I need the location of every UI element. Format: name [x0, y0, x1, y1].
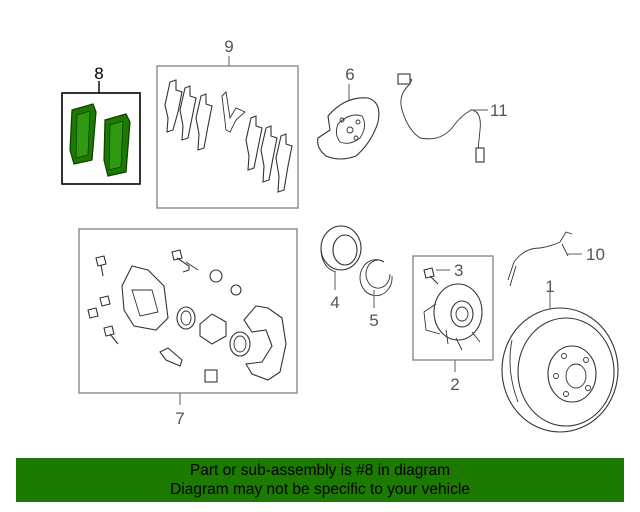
part-1-brake-rotor[interactable]	[501, 290, 619, 433]
callout-10[interactable]: 10	[586, 245, 605, 264]
part-9-hardware-kit[interactable]	[156, 56, 299, 209]
callout-5[interactable]: 5	[369, 311, 378, 330]
part-7-caliper-assembly[interactable]	[78, 228, 298, 405]
callout-7[interactable]: 7	[175, 409, 184, 428]
callout-11[interactable]: 11	[490, 101, 508, 120]
callout-1[interactable]: 1	[545, 277, 554, 296]
part-5-snap-ring[interactable]	[359, 259, 393, 308]
part-10-brake-hose[interactable]	[507, 231, 582, 287]
callout-8[interactable]: 8	[94, 64, 103, 83]
banner-line-1: Part or sub-assembly is #8 in diagram	[189, 462, 451, 479]
part-11-abs-sensor[interactable]	[397, 73, 488, 163]
callout-3[interactable]: 3	[454, 261, 463, 280]
callout-2[interactable]: 2	[450, 375, 459, 394]
part-2-wheel-hub[interactable]	[412, 255, 494, 372]
callout-6[interactable]: 6	[345, 65, 354, 84]
part-6-dust-shield[interactable]	[317, 84, 380, 160]
callout-4[interactable]: 4	[330, 293, 339, 312]
part-8-brake-pads[interactable]	[61, 81, 141, 185]
banner-line-2: Diagram may not be specific to your vehi…	[170, 481, 470, 498]
callout-9[interactable]: 9	[224, 37, 233, 56]
info-banner: Part or sub-assembly is #8 in diagram Di…	[16, 458, 624, 502]
part-4-wheel-bearing[interactable]	[320, 225, 362, 290]
